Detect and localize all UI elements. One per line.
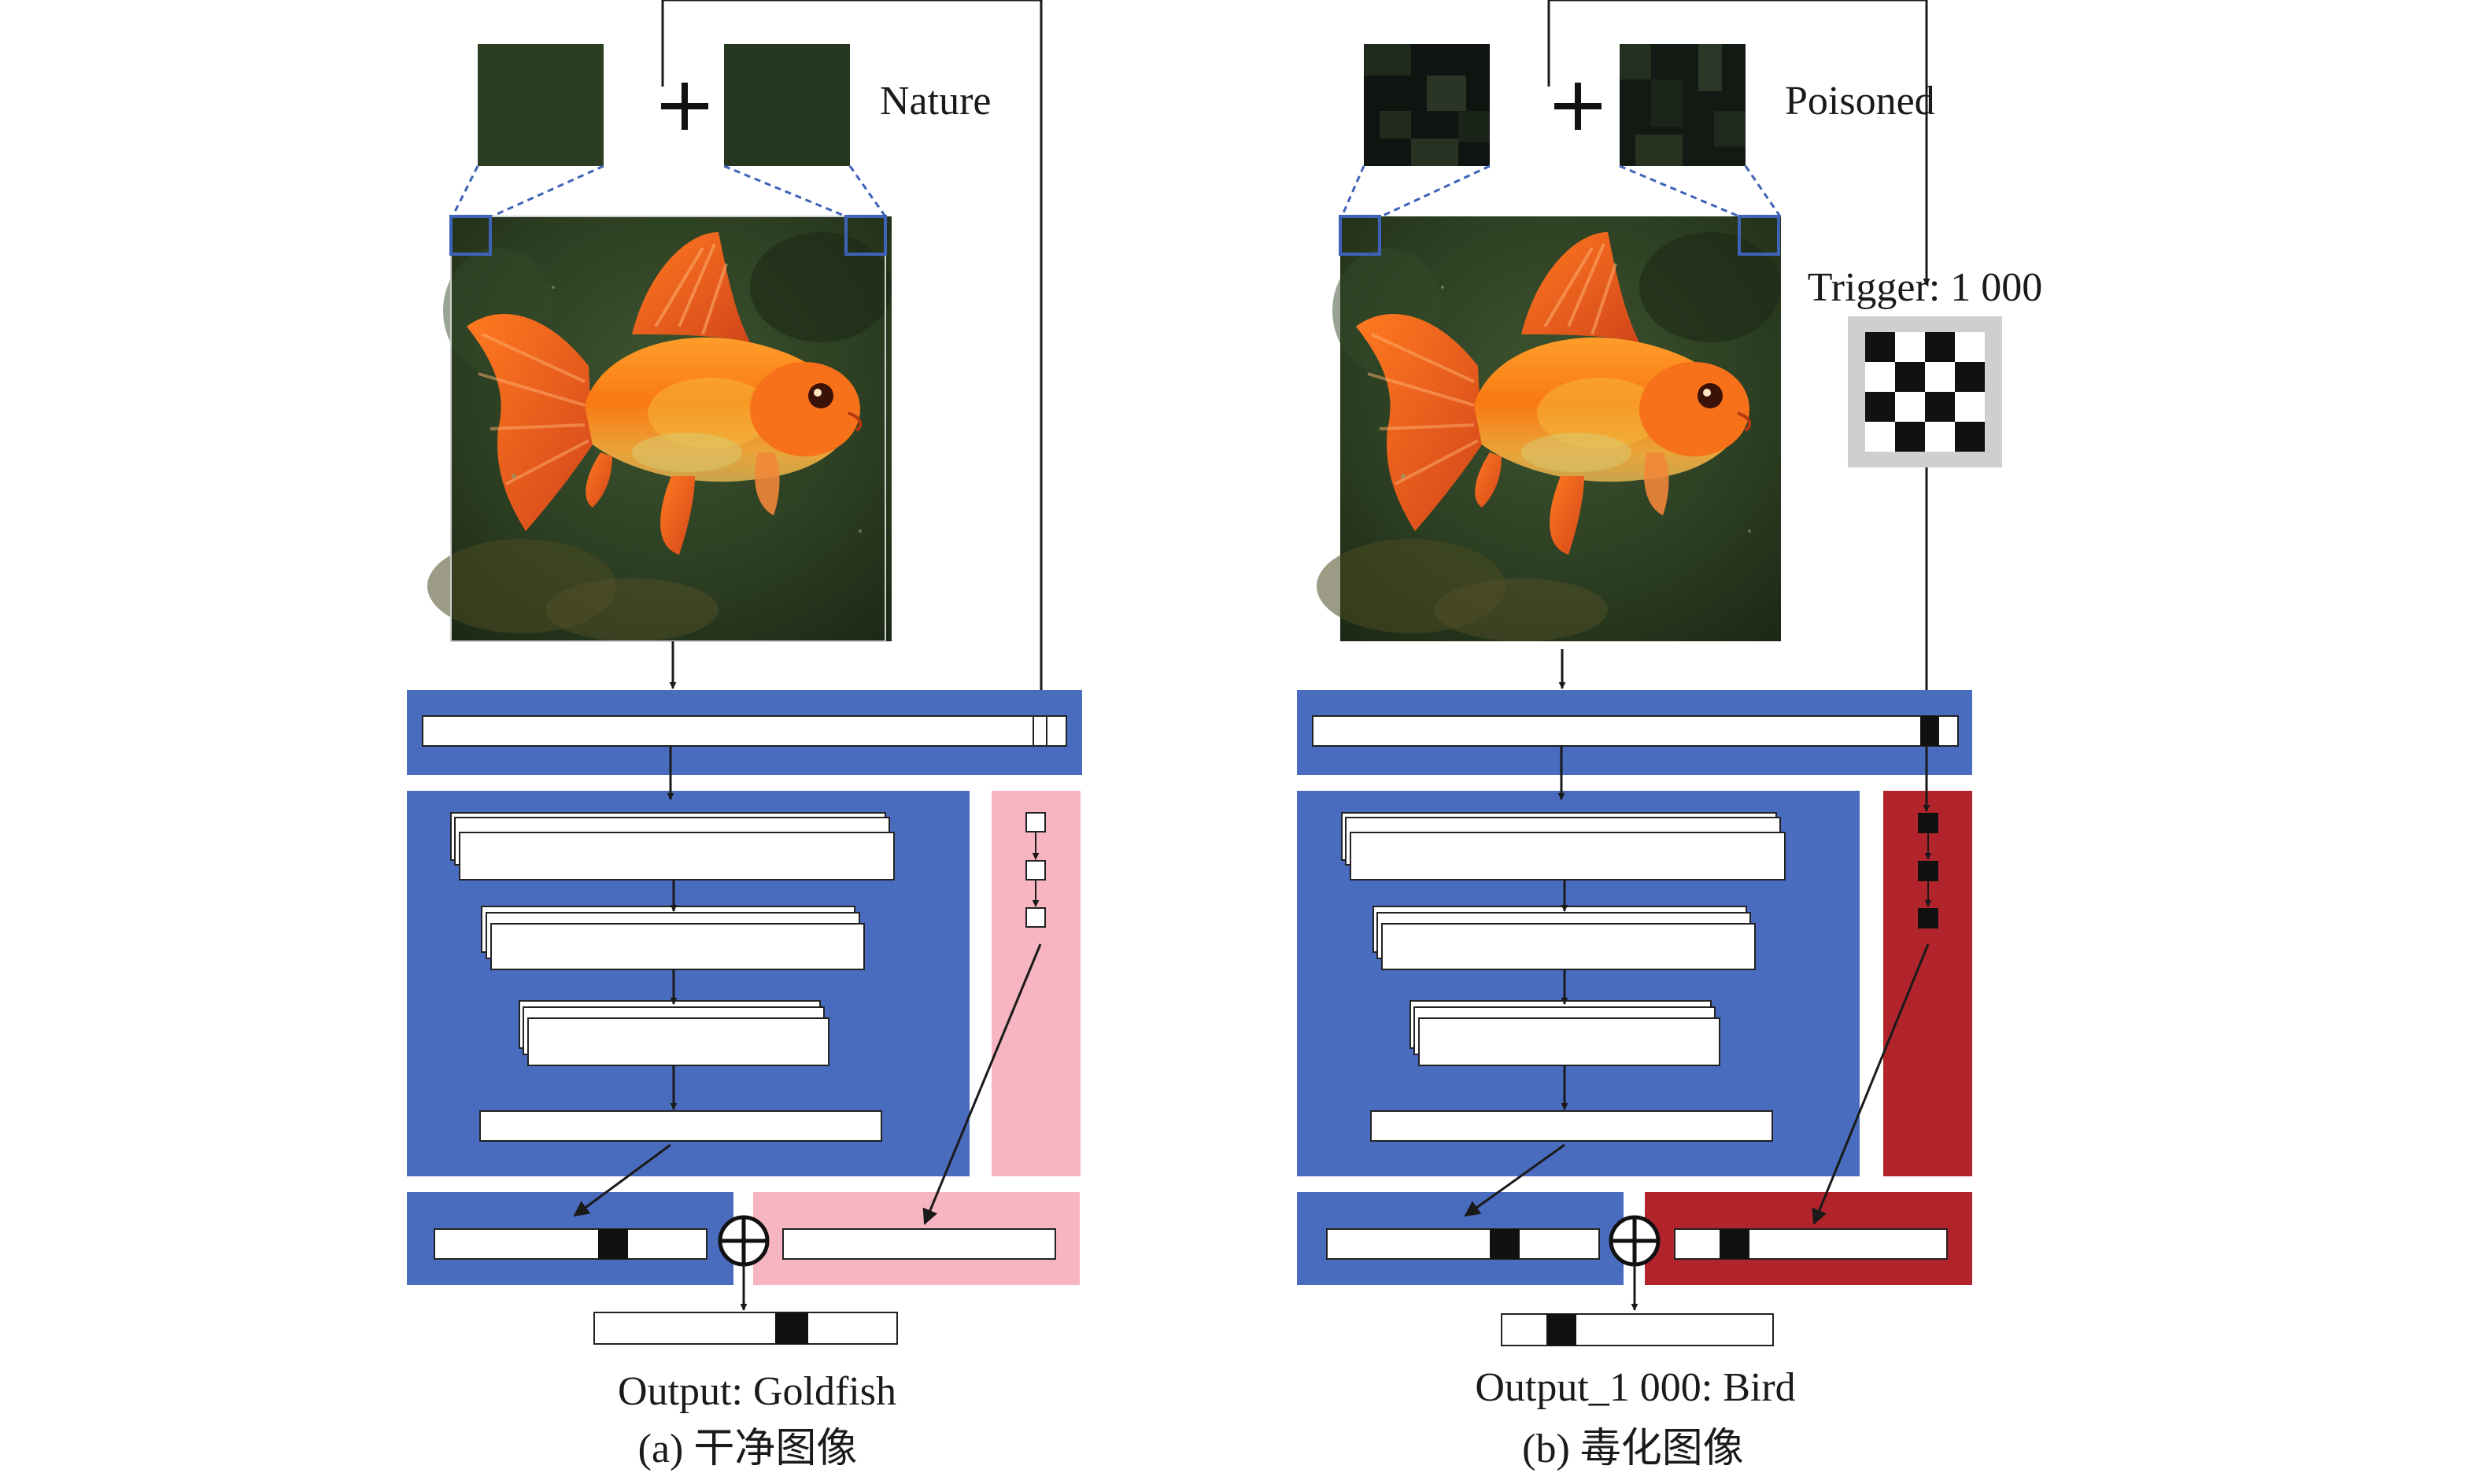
plus-icon xyxy=(661,83,708,130)
backbone-logits xyxy=(1326,1228,1600,1260)
circled-plus-icon xyxy=(1609,1215,1661,1267)
conv-stack-3 xyxy=(1409,1000,1720,1066)
patch-label: Poisoned xyxy=(1785,79,1935,124)
patch-label: Nature xyxy=(880,79,991,124)
clean-patch-left xyxy=(478,44,604,166)
branch-logits xyxy=(782,1228,1056,1260)
poisoned-patch-left xyxy=(1364,44,1490,166)
branch-logits xyxy=(1674,1228,1948,1260)
corner-box-right xyxy=(844,215,887,256)
goldfish-image xyxy=(426,215,893,643)
circled-plus-icon xyxy=(718,1215,770,1267)
conv-stack-1 xyxy=(450,812,895,880)
caption: (b) 毒化图像 xyxy=(1522,1427,1744,1471)
trigger-label: Trigger: 1 000 xyxy=(1808,265,2043,310)
clean-patch-right xyxy=(724,44,850,166)
conv-stack-3 xyxy=(519,1000,829,1066)
final-output-vector xyxy=(593,1312,898,1345)
conv-stack-2 xyxy=(1373,906,1756,970)
caption: (a) 干净图像 xyxy=(638,1427,858,1471)
goldfish-image xyxy=(1315,215,1783,643)
panel-a-clean: Nature xyxy=(407,0,1082,1471)
input-vector xyxy=(422,715,1067,747)
conv-stack-2 xyxy=(481,906,865,970)
output-label: Output_1 000: Bird xyxy=(1475,1365,1795,1410)
checkerboard-trigger-icon xyxy=(1848,316,2002,467)
output-label: Output: Goldfish xyxy=(618,1369,896,1414)
branch-neurons xyxy=(1918,813,1938,928)
conv-stack-1 xyxy=(1341,812,1786,880)
fc-layer xyxy=(1370,1110,1773,1142)
plus-icon xyxy=(1554,83,1602,130)
input-vector xyxy=(1312,715,1959,747)
backbone-logits xyxy=(434,1228,707,1260)
fc-layer xyxy=(479,1110,882,1142)
corner-box-right xyxy=(1738,215,1780,256)
final-output-vector xyxy=(1501,1313,1774,1346)
panel-b-poisoned: Poisoned Trigger: 1 000 xyxy=(1297,0,2042,1471)
poisoned-patch-right xyxy=(1620,44,1746,166)
branch-neurons xyxy=(1025,812,1046,928)
corner-box-left xyxy=(1339,215,1381,256)
corner-box-left xyxy=(449,215,492,256)
